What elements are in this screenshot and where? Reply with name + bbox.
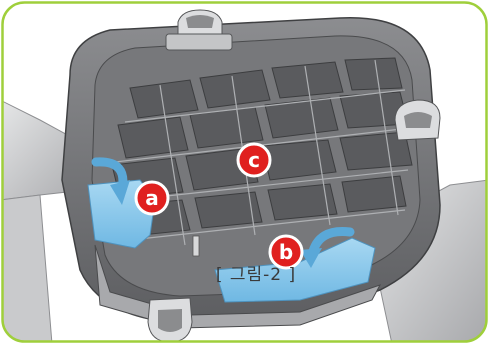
bottom-latch-hole — [158, 309, 182, 332]
callout-a-label: a — [145, 186, 159, 210]
top-latch-base — [166, 34, 232, 50]
callout-c: c — [238, 144, 270, 176]
callout-b-label: b — [279, 240, 293, 264]
callout-c-label: c — [248, 148, 260, 172]
top-latch-hole — [186, 15, 214, 28]
figure-caption: [ 그림-2 ] — [196, 262, 316, 288]
right-latch-hole — [404, 112, 432, 128]
callout-a: a — [136, 182, 168, 214]
center-pin — [193, 236, 199, 256]
